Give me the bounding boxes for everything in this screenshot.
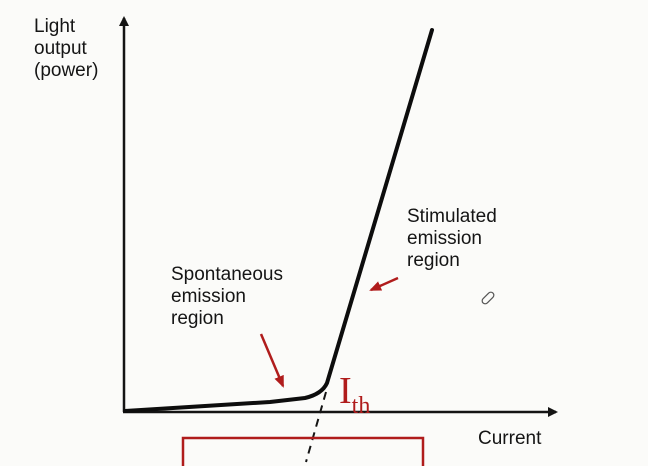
- spontaneous-region-arrow: [259, 333, 285, 388]
- spontaneous-label-line: region: [171, 308, 224, 329]
- spontaneous-label-line: Spontaneous: [171, 264, 283, 285]
- stimulated-label-line: emission: [407, 228, 482, 249]
- y-axis-label-line: (power): [34, 60, 99, 81]
- threshold-subscript: th: [351, 393, 371, 419]
- red-box-annotation: [181, 436, 425, 466]
- threshold-extrapolation-line: [305, 391, 327, 463]
- stimulated-label-line: region: [407, 250, 460, 271]
- threshold-main: I: [339, 370, 352, 412]
- y-axis-label-line: output: [34, 38, 87, 59]
- y-axis-label-line: Light: [34, 16, 76, 37]
- x-axis-label: Current: [478, 428, 542, 449]
- spontaneous-emission-label: Spontaneous emission region: [171, 264, 283, 330]
- stimulated-region-arrow: [369, 276, 399, 292]
- spontaneous-label-line: emission: [171, 286, 246, 307]
- stimulated-emission-label: Stimulated emission region: [407, 206, 497, 272]
- stimulated-label-line: Stimulated: [407, 206, 497, 227]
- threshold-current-label: Ith: [339, 371, 370, 426]
- pen-cursor-icon: [481, 291, 495, 305]
- y-axis-label: Light output (power): [34, 16, 98, 82]
- light-current-curve: [123, 28, 434, 413]
